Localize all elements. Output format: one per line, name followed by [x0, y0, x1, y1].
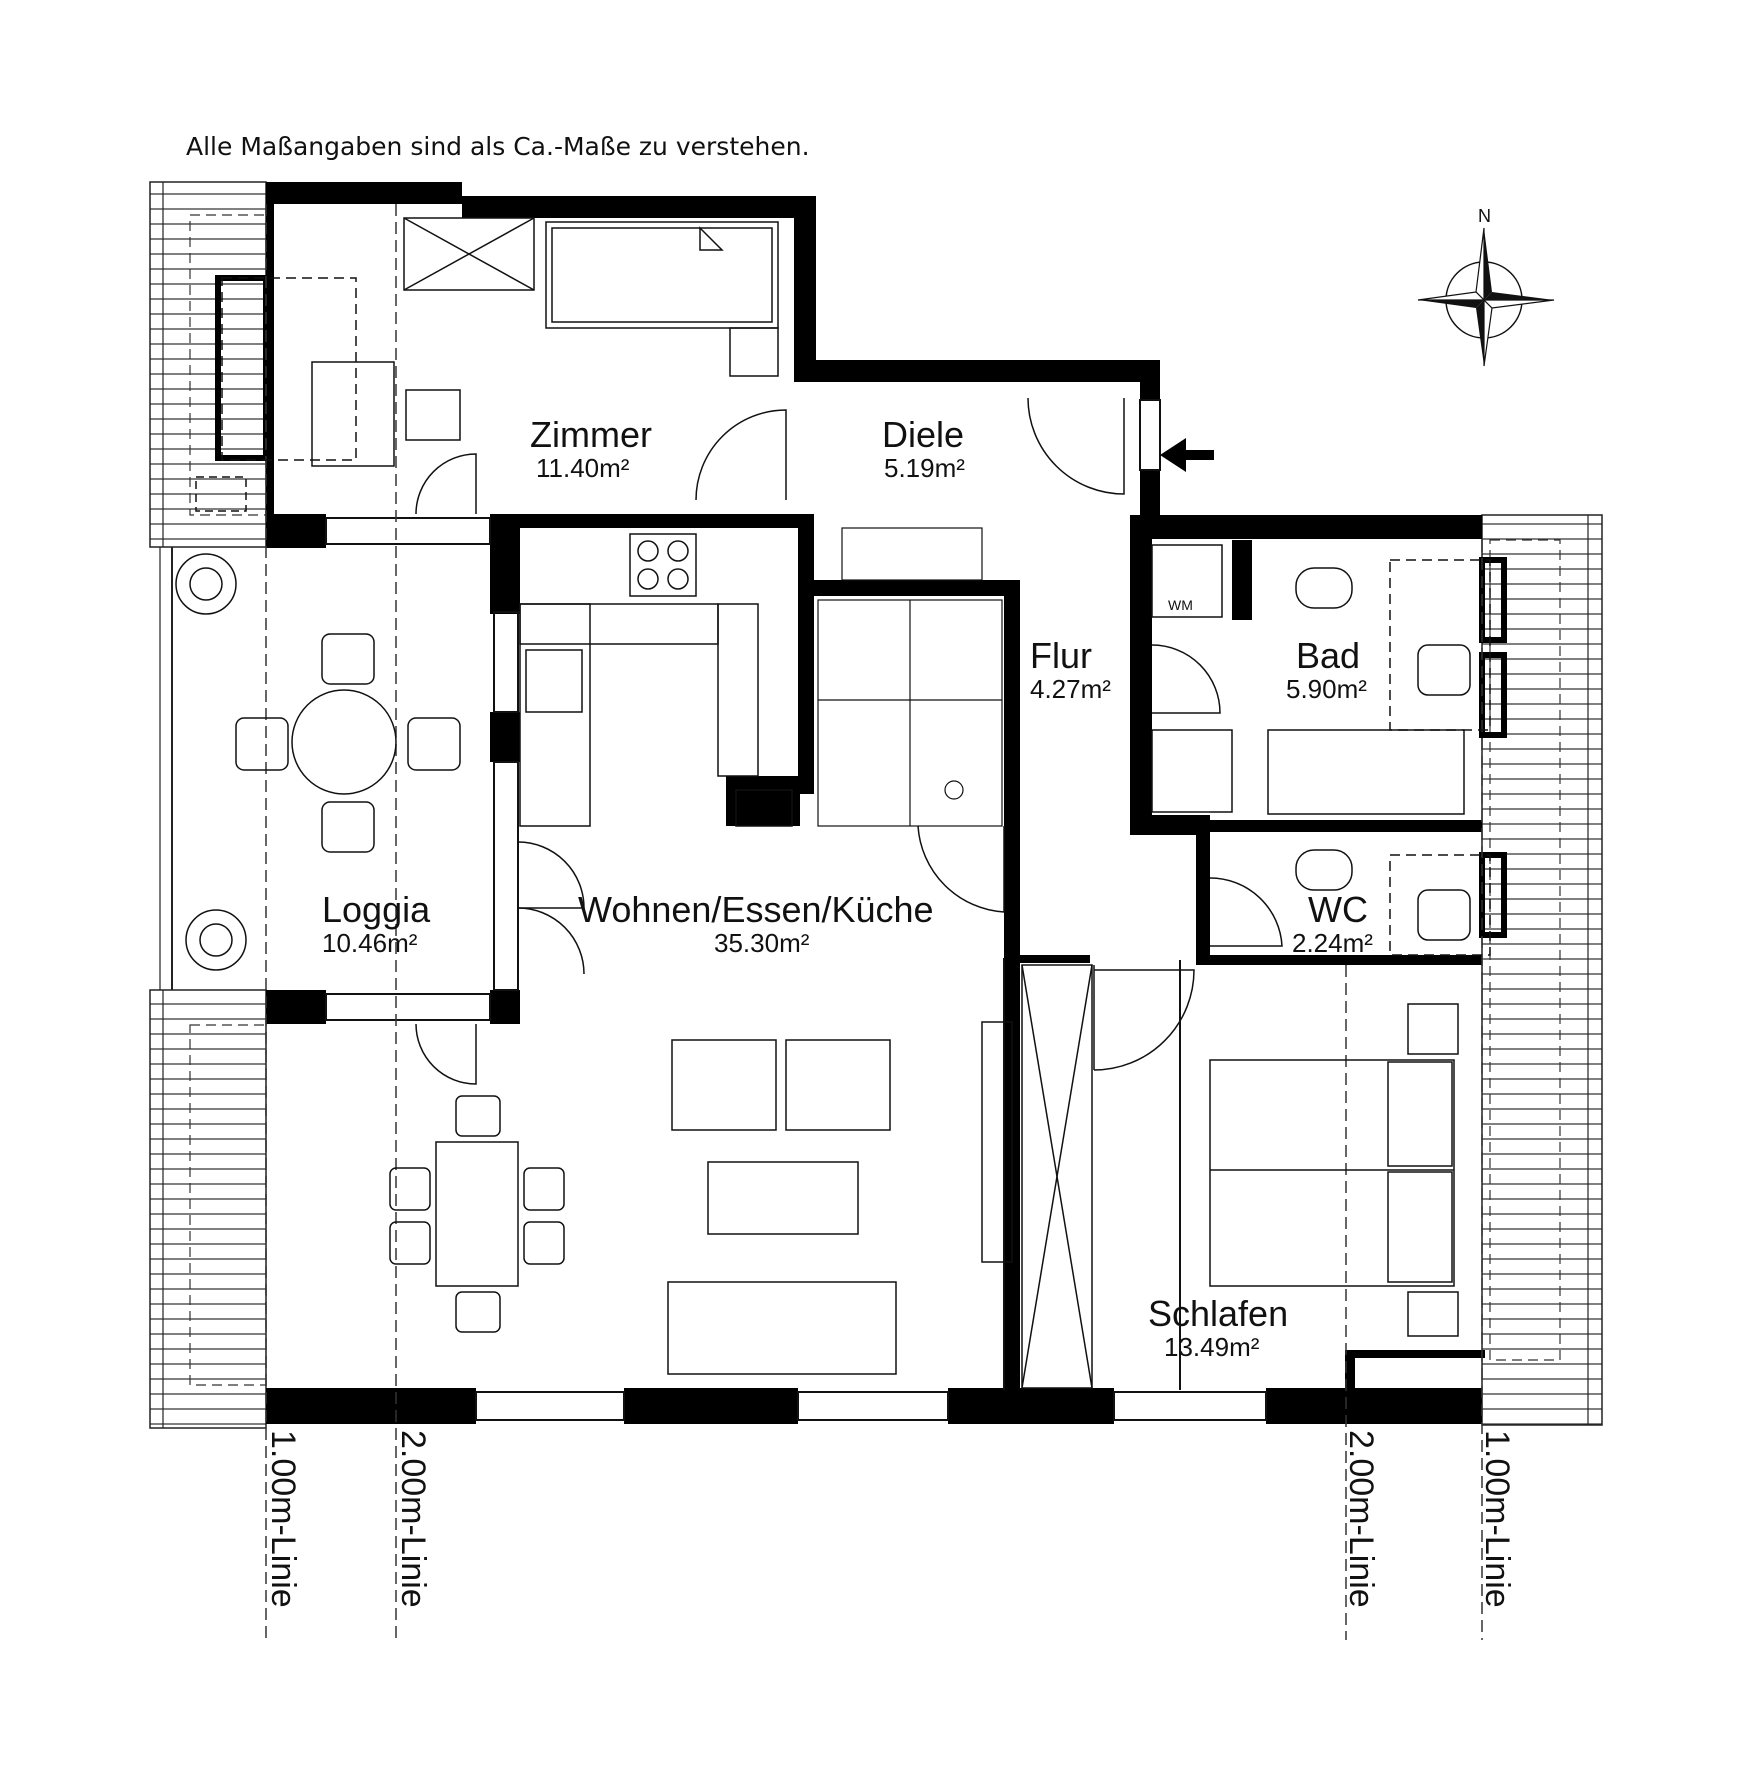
- line-label-right-1m: 1.00m-Linie: [1478, 1430, 1516, 1608]
- compass-rose-icon: N: [1417, 206, 1555, 367]
- height-lines: [265, 204, 1483, 1640]
- room-name-bad: Bad: [1296, 635, 1360, 676]
- compass-north-label: N: [1478, 206, 1491, 226]
- line-label-left-2m: 2.00m-Linie: [394, 1430, 432, 1608]
- bath-fixtures: [1151, 544, 1491, 956]
- loggia-balustrade: [159, 547, 173, 990]
- room-area-wohnen: 35.30m²: [714, 928, 810, 958]
- room-area-loggia: 10.46m²: [322, 928, 418, 958]
- room-name-zimmer: Zimmer: [530, 414, 652, 455]
- dining-chairs: [389, 1095, 565, 1333]
- living-furniture: [435, 1021, 1013, 1375]
- dimension-note: Alle Maßangaben sind als Ca.-Maße zu ver…: [186, 132, 810, 161]
- wardrobe: [1021, 964, 1093, 1389]
- line-label-left-1m: 1.00m-Linie: [264, 1430, 302, 1608]
- loggia-furniture: [235, 633, 461, 853]
- room-name-flur: Flur: [1030, 635, 1092, 676]
- room-name-wohnen: Wohnen/Essen/Küche: [578, 889, 934, 930]
- room-area-diele: 5.19m²: [884, 453, 965, 483]
- windows: [325, 399, 1267, 1421]
- height-line-labels: 1.00m-Linie 2.00m-Linie 2.00m-Linie 1.00…: [264, 1430, 1516, 1608]
- staircase: [817, 527, 1003, 827]
- zimmer-furniture: [195, 217, 779, 512]
- slatted-roof-windows: [149, 181, 1603, 1429]
- plant-icon: [175, 553, 247, 971]
- line-label-right-2m: 2.00m-Linie: [1342, 1430, 1380, 1608]
- double-bed: [1209, 1003, 1459, 1337]
- room-name-wc: WC: [1308, 889, 1368, 930]
- walls: [215, 182, 1507, 1424]
- room-name-loggia: Loggia: [322, 889, 431, 930]
- washer-label: WM: [1168, 597, 1193, 613]
- kitchen-counter: [519, 533, 793, 827]
- room-area-zimmer: 11.40m²: [536, 453, 630, 483]
- doors: [415, 397, 1283, 1085]
- room-name-diele: Diele: [882, 414, 964, 455]
- room-area-bad: 5.90m²: [1286, 674, 1367, 704]
- entrance-arrow-icon: [1160, 438, 1214, 472]
- room-labels: Zimmer 11.40m² Diele 5.19m² Flur 4.27m² …: [322, 414, 1373, 1362]
- room-name-schlafen: Schlafen: [1148, 1293, 1288, 1334]
- room-area-schlafen: 13.49m²: [1164, 1332, 1260, 1362]
- room-area-flur: 4.27m²: [1030, 674, 1111, 704]
- room-area-wc: 2.24m²: [1292, 928, 1373, 958]
